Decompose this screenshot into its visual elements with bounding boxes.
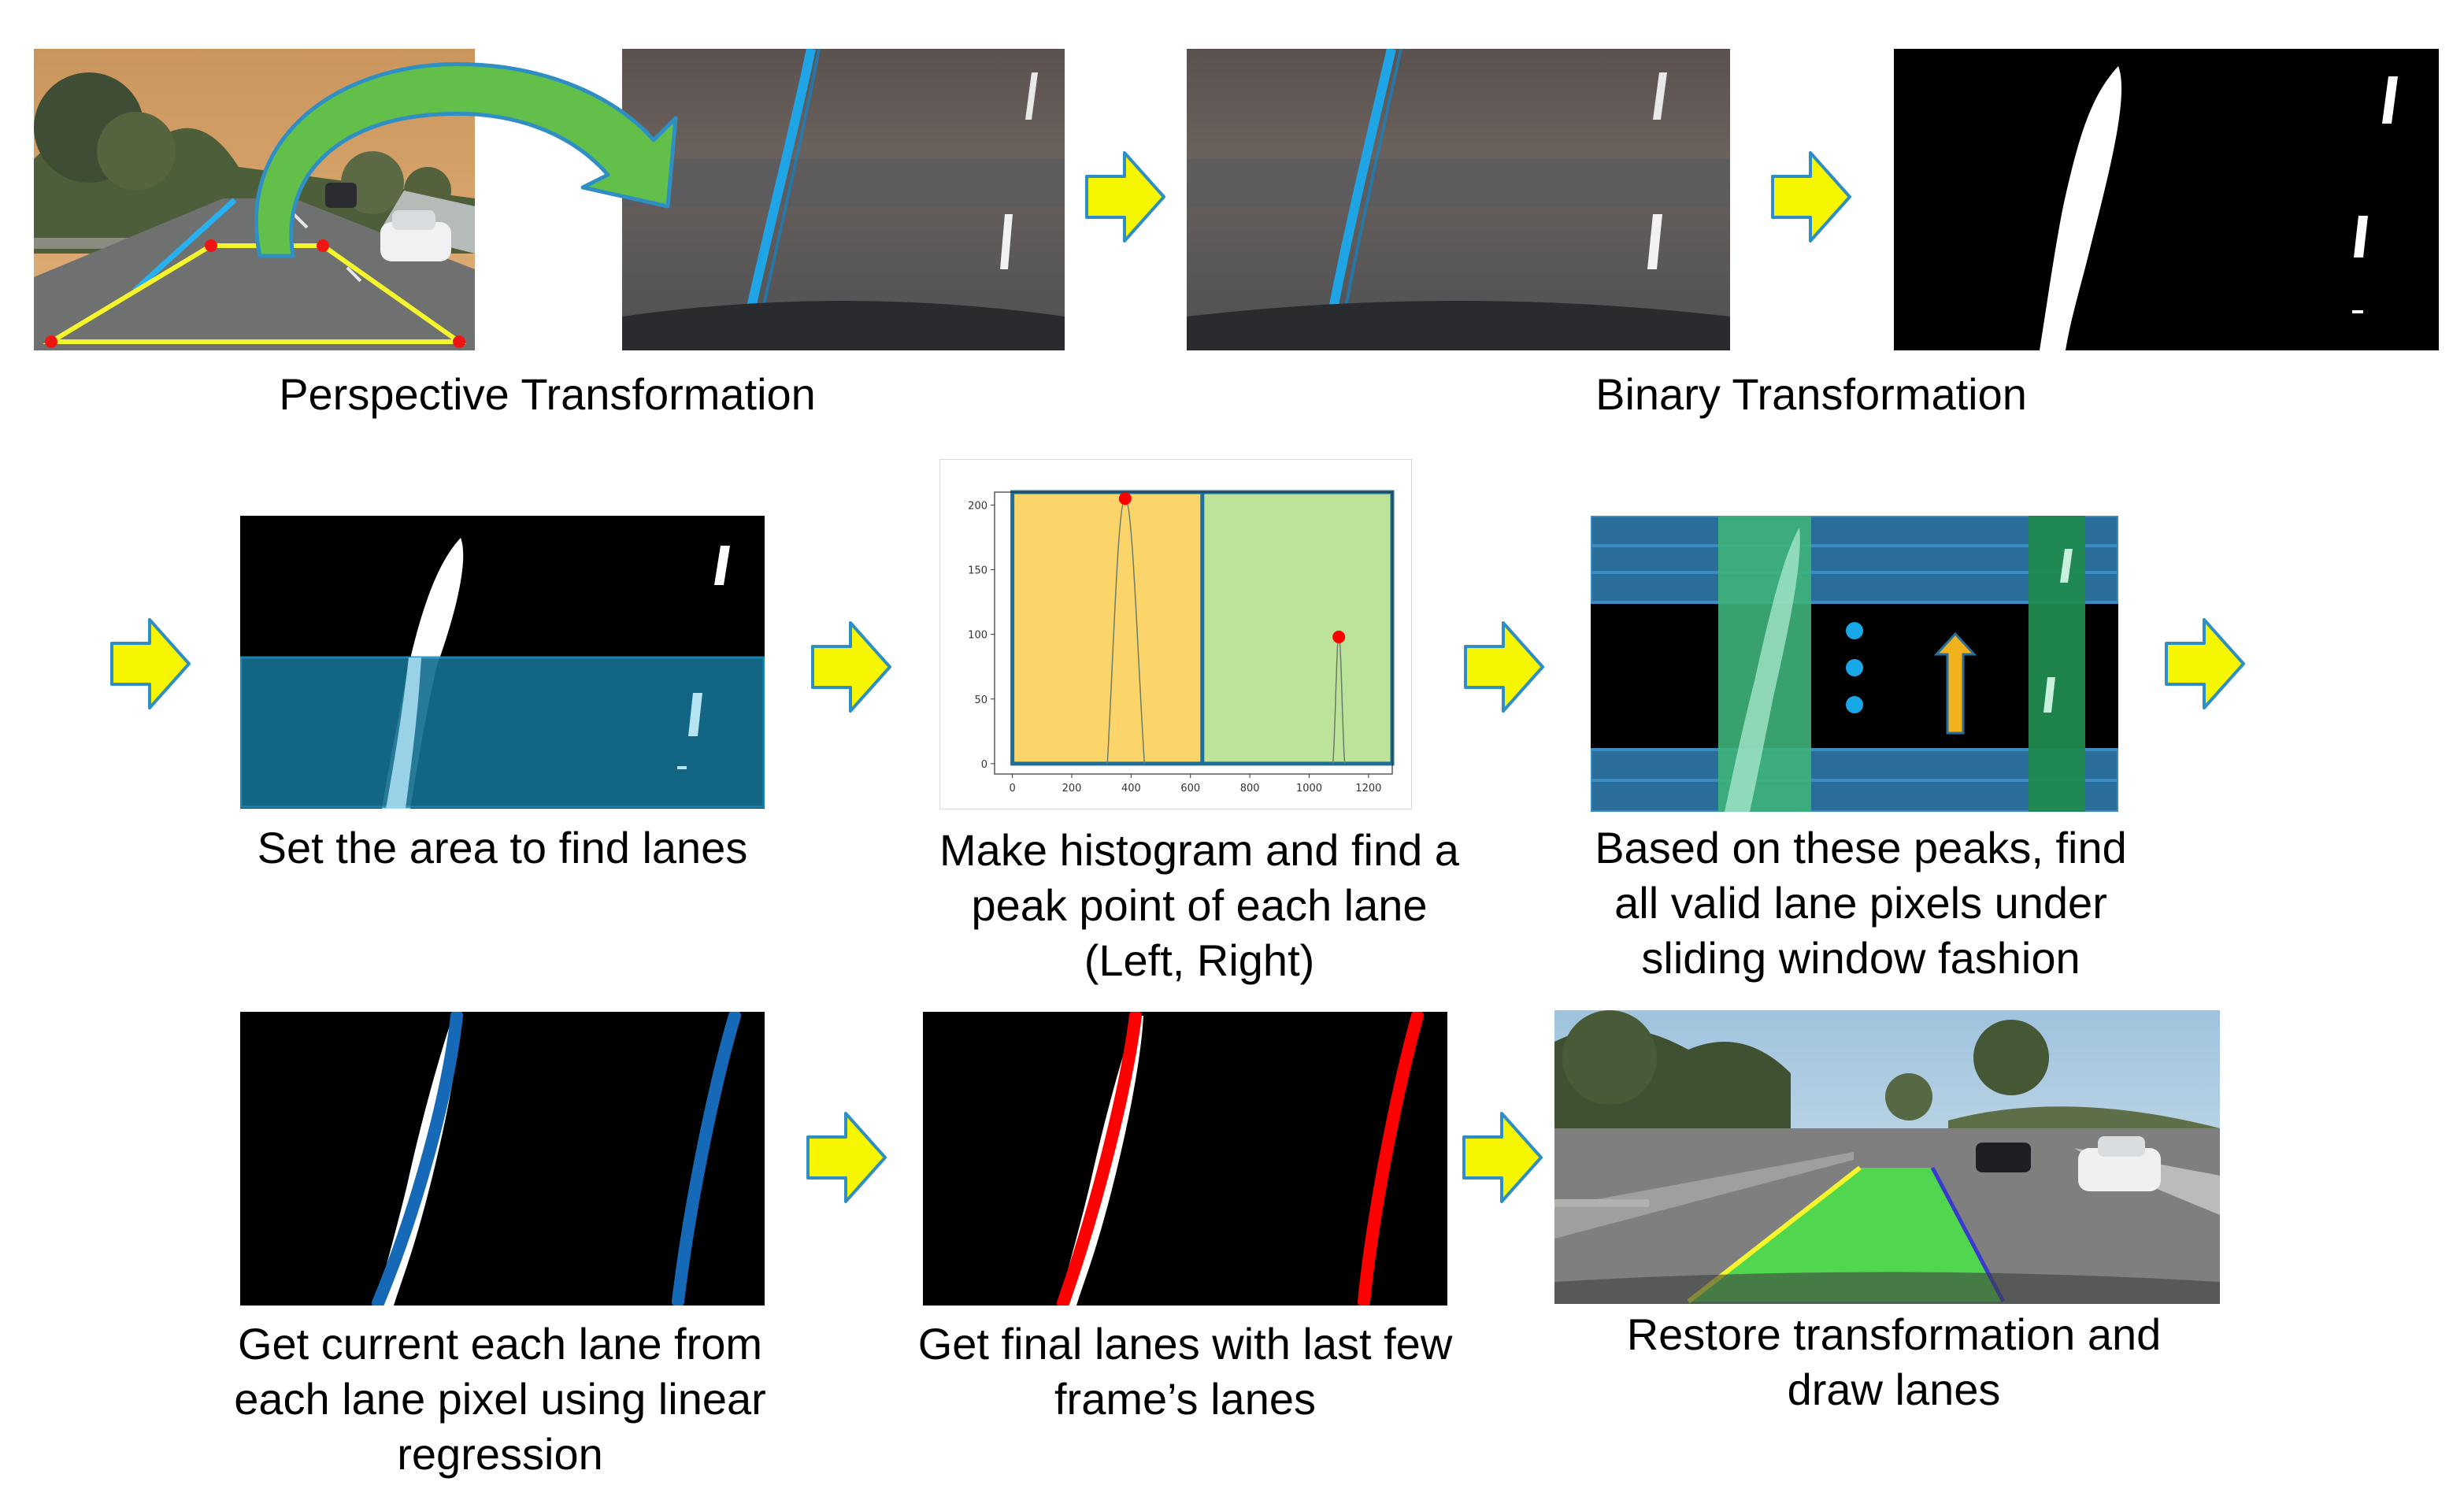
x-tick-label: 200	[1062, 783, 1082, 794]
right-arrow-icon	[805, 1110, 888, 1205]
final-lanes-image	[923, 1012, 1447, 1306]
peak-point-left	[1118, 492, 1132, 506]
peak-point-right	[1332, 630, 1346, 643]
search-area-image	[240, 516, 765, 809]
binary-image	[1894, 49, 2439, 350]
dot-1	[1846, 622, 1863, 639]
sliding-window-image	[1591, 516, 2118, 812]
restored-road-image	[1554, 1010, 2220, 1304]
warped-road-image-copy	[1187, 49, 1730, 350]
dot-3	[1846, 696, 1863, 713]
plot-frame	[994, 491, 1393, 775]
x-tick-label: 0	[1009, 783, 1015, 794]
y-tick-label: 150	[968, 565, 987, 577]
x-tick-label: 1200	[1355, 783, 1381, 794]
caption-sliding: Based on these peaks, find all valid lan…	[1595, 823, 2127, 983]
right-arrow-icon	[1769, 150, 1853, 244]
right-arrow-icon	[1462, 620, 1546, 714]
right-arrow-icon	[1461, 1110, 1544, 1205]
up-arrow-icon	[1933, 631, 1977, 735]
window-column-right	[2029, 516, 2085, 812]
right-arrow-icon	[810, 620, 893, 714]
y-tick-label: 100	[968, 630, 987, 642]
y-tick-label: 0	[981, 759, 987, 771]
regression-fit-image	[240, 1012, 765, 1306]
x-tick-label: 800	[1240, 783, 1260, 794]
x-tick-label: 400	[1121, 783, 1141, 794]
histogram-chart: 0 200 400 600 800 1000 1200 0 50 100 150 200	[939, 459, 1412, 809]
x-tick-label: 600	[1180, 783, 1200, 794]
lane-area-overlay	[1688, 1168, 2003, 1302]
right-arrow-icon	[109, 617, 192, 711]
caption-binary: Binary Transformation	[1595, 369, 2027, 419]
hist-left-region	[1012, 492, 1202, 764]
y-tick-label: 50	[974, 694, 987, 706]
right-arrow-icon	[1084, 150, 1167, 244]
warped-road-image	[622, 49, 1065, 350]
caption-set-area: Set the area to find lanes	[257, 823, 748, 872]
search-area-box	[240, 656, 765, 809]
caption-perspective: Perspective Transformation	[279, 369, 816, 419]
road-photo-source	[34, 49, 475, 350]
right-arrow-icon	[2163, 617, 2247, 711]
hist-right-region	[1202, 492, 1392, 764]
x-tick-label: 1000	[1296, 783, 1322, 794]
caption-final: Get final lanes with last few frame’s la…	[917, 1319, 1453, 1424]
y-tick-label: 200	[968, 500, 987, 512]
caption-regression: Get current each lane from each lane pix…	[234, 1319, 766, 1479]
caption-restore: Restore transformation and draw lanes	[1626, 1309, 2162, 1414]
caption-histogram: Make histogram and find a peak point of …	[939, 825, 1459, 985]
dot-2	[1846, 659, 1863, 676]
